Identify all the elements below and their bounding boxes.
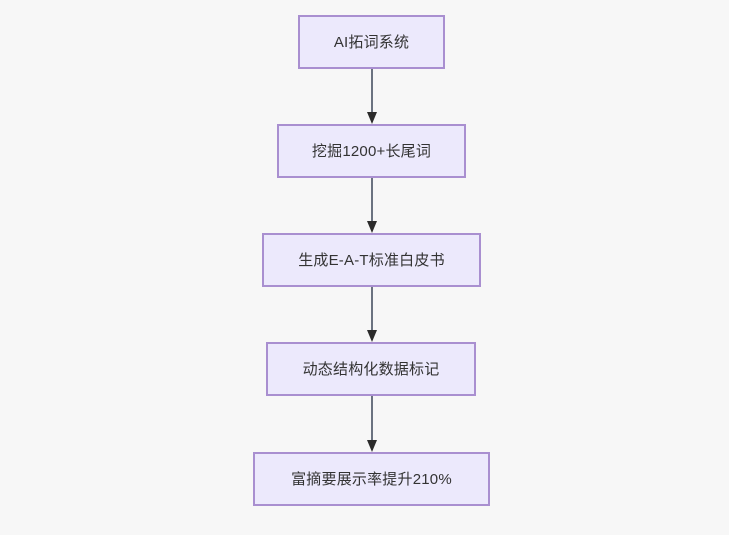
edge-n3-n4: [366, 287, 378, 342]
flow-node-label: 挖掘1200+长尾词: [311, 142, 432, 160]
edge-n1-n2: [366, 69, 378, 124]
flow-node-rich-snippet-impression-uplift[interactable]: 富摘要展示率提升210%: [253, 452, 490, 506]
flow-node-label: 富摘要展示率提升210%: [291, 470, 452, 488]
edge-n4-n5: [366, 396, 378, 452]
arrowhead-icon: [367, 440, 377, 452]
flow-node-label: AI拓词系统: [333, 33, 410, 51]
flow-node-label: 生成E-A-T标准白皮书: [298, 251, 445, 269]
edge-n2-n3: [366, 178, 378, 233]
flow-node-ai-keyword-system[interactable]: AI拓词系统: [298, 15, 445, 69]
flow-node-label: 动态结构化数据标记: [302, 360, 440, 378]
arrowhead-icon: [367, 221, 377, 233]
flow-node-generate-eat-whitepaper[interactable]: 生成E-A-T标准白皮书: [262, 233, 481, 287]
flow-node-mine-longtail-keywords[interactable]: 挖掘1200+长尾词: [277, 124, 466, 178]
arrowhead-icon: [367, 330, 377, 342]
arrowhead-icon: [367, 112, 377, 124]
flow-node-dynamic-structured-data-markup[interactable]: 动态结构化数据标记: [266, 342, 476, 396]
